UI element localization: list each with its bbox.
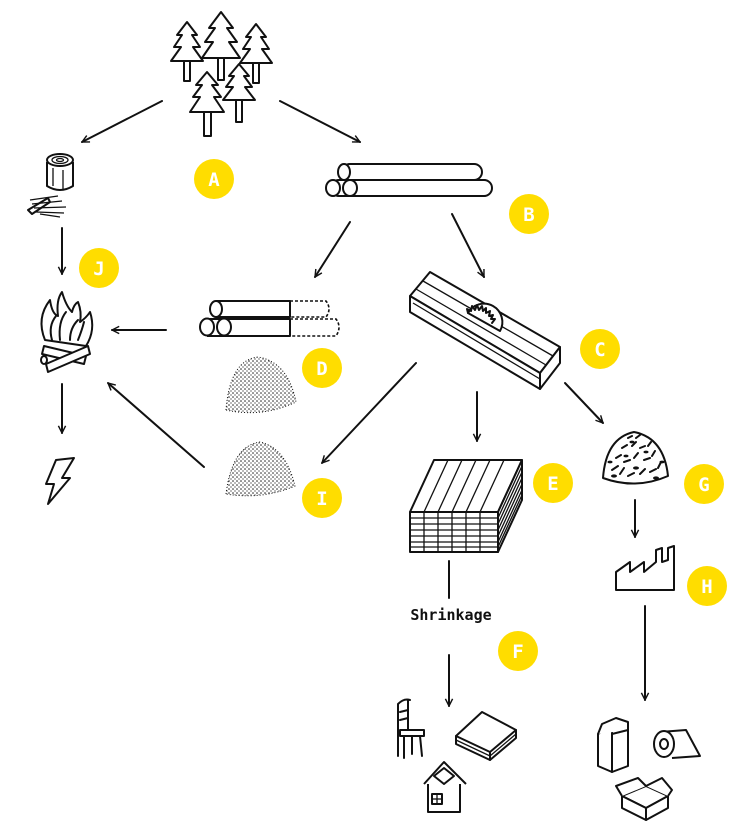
- badge-f: F: [498, 631, 538, 671]
- badge-h: H: [687, 566, 727, 606]
- badge-i: I: [302, 478, 342, 518]
- sawdust-icon: [225, 441, 296, 497]
- energy-icon: [45, 457, 75, 505]
- badge-e-label: E: [547, 473, 558, 495]
- badge-d: D: [302, 348, 342, 388]
- box-icon: [615, 777, 673, 821]
- plywood-icon: [455, 711, 517, 761]
- badge-j-label: J: [93, 258, 104, 280]
- badge-i-label: I: [316, 488, 327, 510]
- badge-c-label: C: [594, 339, 605, 361]
- logs-icon: [325, 163, 493, 197]
- arrow-sawmill-to-chips: [564, 382, 603, 423]
- arrow-sawdust-to-fire: [108, 383, 205, 468]
- badge-c: C: [580, 329, 620, 369]
- badge-g-label: G: [698, 474, 709, 496]
- arrow-logs-to-cutlogs: [314, 221, 351, 277]
- badge-b: B: [509, 194, 549, 234]
- badge-j: J: [79, 248, 119, 288]
- shrinkage-label: Shrinkage: [410, 606, 491, 624]
- flow-arrows: [62, 100, 645, 707]
- arrow-forest-to-logs: [279, 100, 360, 143]
- house-icon: [423, 761, 467, 813]
- badge-d-label: D: [316, 358, 327, 380]
- wood-chips-icon: [602, 431, 669, 485]
- factory-icon: [615, 545, 675, 591]
- badge-a-label: A: [208, 169, 220, 191]
- badge-h-label: H: [701, 576, 712, 598]
- furniture-icon: [397, 698, 425, 759]
- arrow-forest-to-firewood: [82, 100, 163, 143]
- badge-e: E: [533, 463, 573, 503]
- arrow-sawmill-to-sawdust: [322, 362, 417, 463]
- badge-b-label: B: [523, 204, 534, 226]
- sawmill-icon: [409, 271, 561, 390]
- sawdust-icon: [225, 356, 297, 414]
- campfire-icon: [40, 291, 94, 373]
- badge-a: A: [194, 159, 234, 199]
- badge-f-label: F: [512, 641, 523, 663]
- packaging-icon: [597, 717, 629, 773]
- paper-roll-icon: [653, 729, 701, 759]
- cut-logs-icon: [199, 300, 340, 337]
- forest-icon: [170, 11, 273, 137]
- arrow-logs-to-sawmill: [451, 213, 485, 277]
- firewood-icon: [27, 153, 74, 218]
- badge-g: G: [684, 464, 724, 504]
- lumber-stack-icon: [409, 459, 523, 553]
